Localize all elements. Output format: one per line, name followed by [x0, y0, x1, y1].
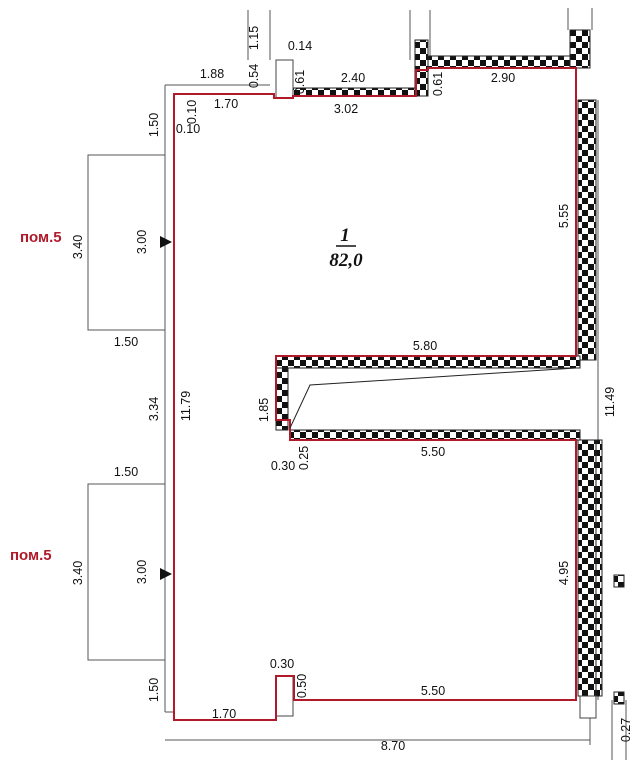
dim-left-e: 1.50 — [114, 335, 138, 349]
dim-top-c: 0.14 — [288, 39, 312, 53]
dim-right-a: 5.55 — [557, 204, 571, 228]
dim-top-g: 0.61 — [431, 72, 445, 96]
room-area: 82,0 — [329, 250, 363, 271]
dim-right-b: 11.49 — [603, 387, 617, 417]
room-outline — [173, 67, 577, 721]
dim-top-b: 0.54 — [247, 64, 261, 88]
dim-left-b: 0.10 — [176, 122, 200, 136]
dim-left-k: 1.50 — [147, 678, 161, 702]
adjacent-room-upper — [87, 154, 165, 331]
hatched-walls — [275, 29, 625, 705]
dim-left-g: 11.79 — [179, 391, 193, 421]
dim-right-c: 4.95 — [557, 561, 571, 585]
dim-bottom-d: 5.50 — [421, 684, 445, 698]
dim-mid-c: 0.30 — [271, 459, 295, 473]
adjacent-room-label-upper: пом.5 — [20, 229, 62, 246]
dim-left-c: 3.40 — [71, 235, 85, 259]
dim-bottom-b: 0.30 — [270, 657, 294, 671]
dim-bottom-e: 8.70 — [381, 739, 405, 753]
dim-top-h: 2.90 — [491, 71, 515, 85]
dim-top-j: 1.70 — [214, 97, 238, 111]
column-right — [579, 695, 597, 719]
ramp-line — [289, 367, 577, 429]
dimension-lines — [164, 8, 627, 760]
dim-mid-e: 5.50 — [421, 445, 445, 459]
dim-mid-b: 1.85 — [257, 398, 271, 422]
dim-left-i: 3.40 — [71, 561, 85, 585]
dim-top-k: 3.02 — [334, 102, 358, 116]
dim-left-a: 1.50 — [147, 113, 161, 137]
dim-top-f: 2.40 — [341, 71, 365, 85]
dim-top-e: 0.61 — [293, 70, 307, 94]
dim-left-h: 1.50 — [114, 465, 138, 479]
dim-mid-d: 0.25 — [297, 446, 311, 470]
room-number: 1 — [340, 225, 350, 246]
dim-top-a: 1.15 — [247, 26, 261, 50]
dim-top-d: 1.88 — [200, 67, 224, 81]
dim-bottom-f: 0.27 — [619, 718, 633, 742]
dim-mid-a: 5.80 — [413, 339, 437, 353]
dim-top-i: 0.10 — [185, 100, 199, 124]
column-top — [275, 59, 294, 99]
dim-bottom-c: 0.50 — [295, 674, 309, 698]
dim-bottom-a: 1.70 — [212, 707, 236, 721]
dim-left-j: 3.00 — [135, 560, 149, 584]
adjacent-room-lower — [87, 483, 165, 661]
door-arrow-lower — [160, 568, 172, 580]
dim-left-d: 3.00 — [135, 230, 149, 254]
dim-left-f: 3.34 — [147, 397, 161, 421]
adjacent-room-label-lower: пом.5 — [10, 547, 52, 564]
column-bottom — [275, 675, 294, 717]
door-arrow-upper — [160, 236, 172, 248]
